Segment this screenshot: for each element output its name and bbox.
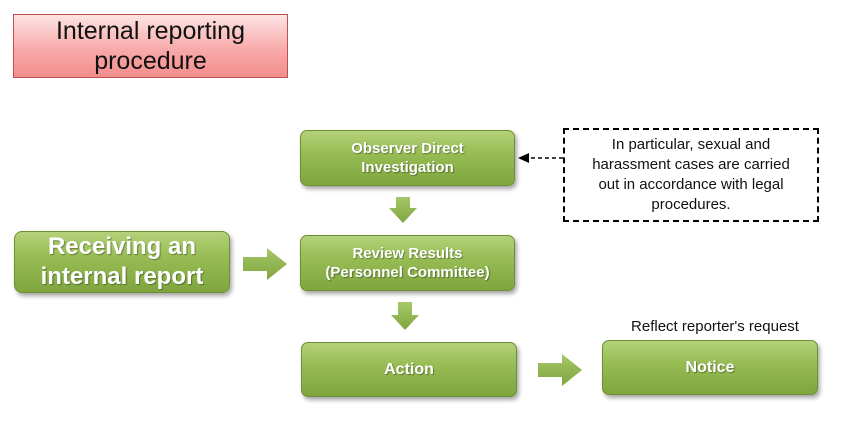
title-line-2: procedure <box>94 47 207 75</box>
observer-line-1: Observer Direct <box>351 140 464 157</box>
note-line-1: In particular, sexual and <box>611 136 771 153</box>
note-line-2: harassment cases are carried <box>592 156 790 173</box>
receiving-line-1: Receiving an <box>47 233 197 260</box>
reporter-request-label: Reflect reporter's request <box>631 318 799 335</box>
arrow-review-to-action <box>391 302 419 330</box>
notice-box: Notice <box>602 340 818 395</box>
note-line-4: procedures. <box>651 196 731 213</box>
arrow-observer-to-review <box>389 197 417 223</box>
note-line-3: out in accordance with legal <box>598 176 784 193</box>
observer-line-2: Investigation <box>361 159 454 176</box>
receiving-line-2: internal report <box>40 263 204 290</box>
action-box: Action <box>301 342 517 397</box>
review-line-2: (Personnel Committee) <box>325 264 490 281</box>
harassment-note-box: In particular, sexual and harassment cas… <box>563 128 819 222</box>
dashed-arrow-head <box>518 153 529 163</box>
notice-label: Notice <box>685 358 735 376</box>
page-title: Internal reporting procedure <box>13 14 288 78</box>
title-line-1: Internal reporting <box>55 17 245 45</box>
arrow-action-to-notice <box>538 354 582 386</box>
action-label: Action <box>384 360 434 378</box>
arrow-receiving-to-review <box>243 248 287 280</box>
receiving-report-box: Receiving an internal report <box>14 231 230 293</box>
review-results-box: Review Results (Personnel Committee) <box>300 235 515 291</box>
review-line-1: Review Results <box>352 245 463 262</box>
observer-investigation-box: Observer Direct Investigation <box>300 130 515 186</box>
